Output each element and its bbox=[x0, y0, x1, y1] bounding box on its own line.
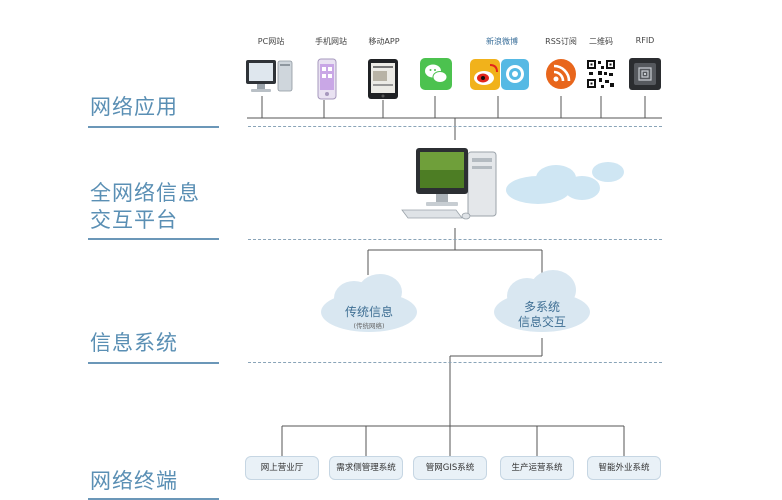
app-label-app: 移动APP bbox=[368, 37, 400, 46]
dashed-separator-2 bbox=[248, 239, 662, 240]
app-label-qrcode: 二维码 bbox=[589, 37, 613, 46]
terminal-online-hall: 网上营业厅 bbox=[245, 456, 319, 480]
dashed-separator-3 bbox=[248, 362, 662, 363]
cloud-multi-line2: 信息交互 bbox=[517, 315, 567, 329]
cloud-traditional bbox=[321, 274, 417, 332]
cloud-multi-system bbox=[494, 270, 590, 332]
app-label-rss: RSS订阅 bbox=[545, 37, 577, 46]
qrcode-icon bbox=[585, 58, 617, 90]
terminal-gis: 管网GIS系统 bbox=[413, 456, 487, 480]
cloud-icon bbox=[506, 162, 624, 204]
app-label-rfid: RFID bbox=[635, 36, 655, 45]
cloud-traditional-title: 传统信息 bbox=[344, 305, 394, 319]
layer-label-platform-line1: 全网络信息 bbox=[90, 181, 200, 205]
layer-underline-terminals bbox=[88, 498, 219, 500]
terminal-field-work: 智能外业系统 bbox=[587, 456, 661, 480]
wechat-icon bbox=[420, 58, 452, 90]
layer-label-platform-line2: 交互平台 bbox=[90, 208, 178, 232]
weibo-icon bbox=[470, 59, 529, 90]
phone-icon bbox=[317, 58, 337, 100]
layer-underline-info bbox=[88, 362, 219, 364]
app-label-pc: PC网站 bbox=[257, 37, 285, 46]
layer-label-info-system: 信息系统 bbox=[90, 331, 178, 355]
cloud-multi-line1: 多系统 bbox=[523, 300, 561, 314]
cloud-traditional-subtitle: (传统网络) bbox=[353, 322, 385, 330]
rfid-icon bbox=[629, 58, 661, 90]
tablet-icon bbox=[368, 59, 398, 99]
layer-label-network-apps: 网络应用 bbox=[90, 95, 178, 119]
terminal-production: 生产运营系统 bbox=[500, 456, 574, 480]
rss-icon bbox=[546, 59, 576, 89]
layer-underline-platform bbox=[88, 238, 219, 240]
computer-icon bbox=[401, 148, 497, 220]
layer-underline-apps bbox=[88, 126, 219, 128]
monitor-icon bbox=[246, 60, 293, 92]
app-label-weibo: 新浪微博 bbox=[486, 37, 518, 46]
dashed-separator-1 bbox=[248, 126, 662, 127]
terminal-demand-side: 需求侧管理系统 bbox=[329, 456, 403, 480]
app-label-mobile-web: 手机网站 bbox=[315, 37, 347, 46]
layer-label-terminals: 网络终端 bbox=[90, 469, 178, 493]
